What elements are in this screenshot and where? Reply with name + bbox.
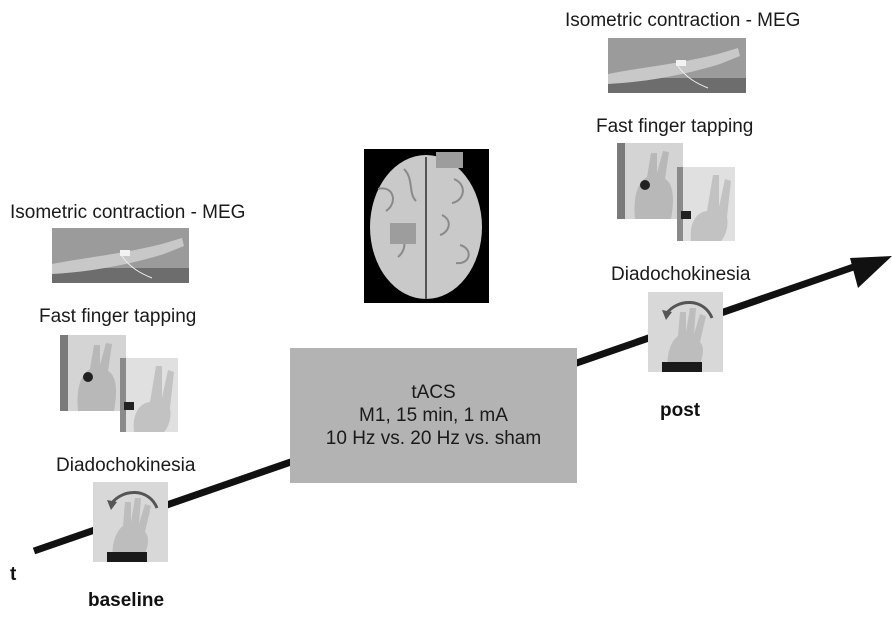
post-timepoint-label: post <box>660 400 701 421</box>
baseline-isometric-label: Isometric contraction - MEG <box>10 202 246 223</box>
baseline-arm-photo <box>52 228 189 283</box>
tacs-parameters: M1, 15 min, 1 mA <box>359 405 508 426</box>
post-diadochokinesia-label: Diadochokinesia <box>611 264 751 285</box>
baseline-finger-tapping-photo-1 <box>60 335 126 411</box>
time-axis-label: t <box>10 564 17 585</box>
baseline-finger-tapping-photo-2 <box>120 358 178 432</box>
post-hand-rotation-photo <box>648 292 723 372</box>
post-finger-tapping-label: Fast finger tapping <box>596 116 754 137</box>
brain-image <box>364 149 489 303</box>
post-finger-tapping-photo-1 <box>617 143 683 219</box>
baseline-hand-rotation-photo <box>93 482 168 562</box>
baseline-timepoint-label: baseline <box>88 590 165 611</box>
baseline-diadochokinesia-label: Diadochokinesia <box>56 455 196 476</box>
post-arm-photo <box>608 38 746 93</box>
tacs-title: tACS <box>411 382 456 403</box>
post-finger-tapping-photo-2 <box>677 167 735 241</box>
tacs-intervention-box: tACS M1, 15 min, 1 mA 10 Hz vs. 20 Hz vs… <box>290 348 577 483</box>
tacs-conditions: 10 Hz vs. 20 Hz vs. sham <box>325 428 542 449</box>
baseline-finger-tapping-label: Fast finger tapping <box>39 306 197 327</box>
post-isometric-label: Isometric contraction - MEG <box>565 10 801 31</box>
